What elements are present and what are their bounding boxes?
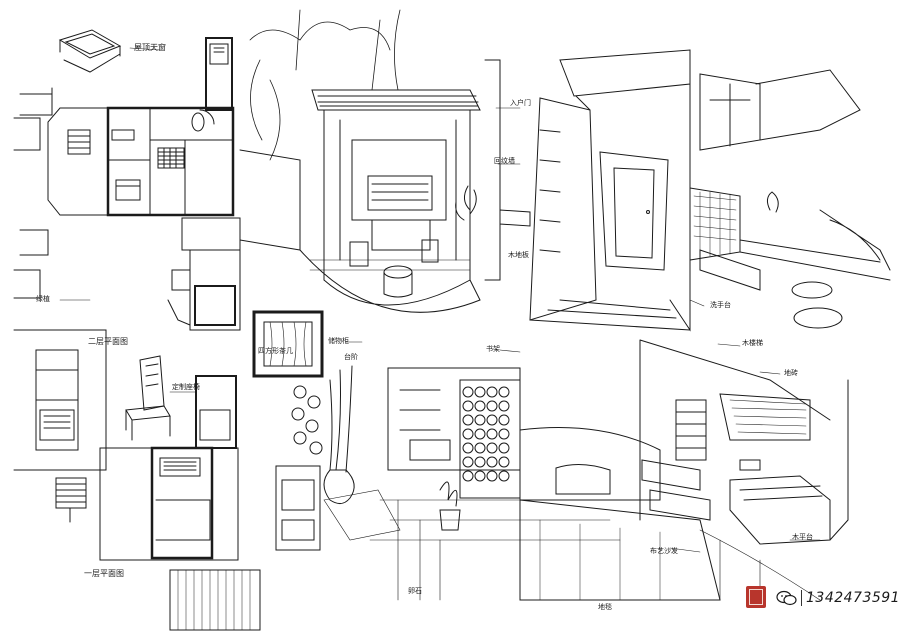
annotation-sink: 洗手台 [710, 301, 731, 309]
annotation-stair: 木楼梯 [742, 339, 763, 347]
annotation-lower-floor-plan: 一层平面图 [84, 569, 124, 578]
annotation-floor-tile: 地砖 [784, 369, 798, 377]
ground-floor-plan [13, 29, 241, 331]
annotation-carpet: 地毯 [598, 603, 612, 611]
phone-number: 13424735913 [806, 590, 900, 606]
annotation-skylight: 屋顶天窗 [134, 43, 166, 52]
annotation-plant: 绿植 [36, 295, 50, 303]
annotation-wall-panel: 回纹墙 [494, 157, 515, 165]
annotation-storage: 储物柜 [328, 337, 349, 345]
annotation-wood-floor: 木地板 [508, 251, 529, 259]
kitchen-perspective [689, 69, 891, 329]
annotation-shelving: 书架 [486, 345, 500, 353]
elevation-detail [169, 569, 261, 631]
annotation-sofa: 布艺沙发 [650, 547, 678, 555]
annotation-table-detail: 四方形茶几 [258, 347, 293, 355]
material-samples [252, 310, 401, 551]
loft-perspective [639, 339, 849, 601]
leader-lines [59, 47, 821, 601]
second-floor-plan [13, 329, 239, 561]
annotation-walkway: 木平台 [792, 533, 813, 541]
footer-divider [801, 590, 802, 606]
wechat-icon [776, 590, 797, 606]
annotation-chair: 定制座椅 [172, 383, 200, 391]
hallway-perspective [499, 49, 691, 332]
annotation-door: 入户门 [510, 99, 531, 107]
annotation-second-floor-plan: 二层平面图 [88, 337, 128, 346]
annotation-step: 台阶 [344, 353, 358, 361]
annotation-gravel: 卵石 [408, 587, 422, 595]
courtyard-perspective [239, 9, 501, 313]
seal-stamp-icon [746, 586, 766, 608]
